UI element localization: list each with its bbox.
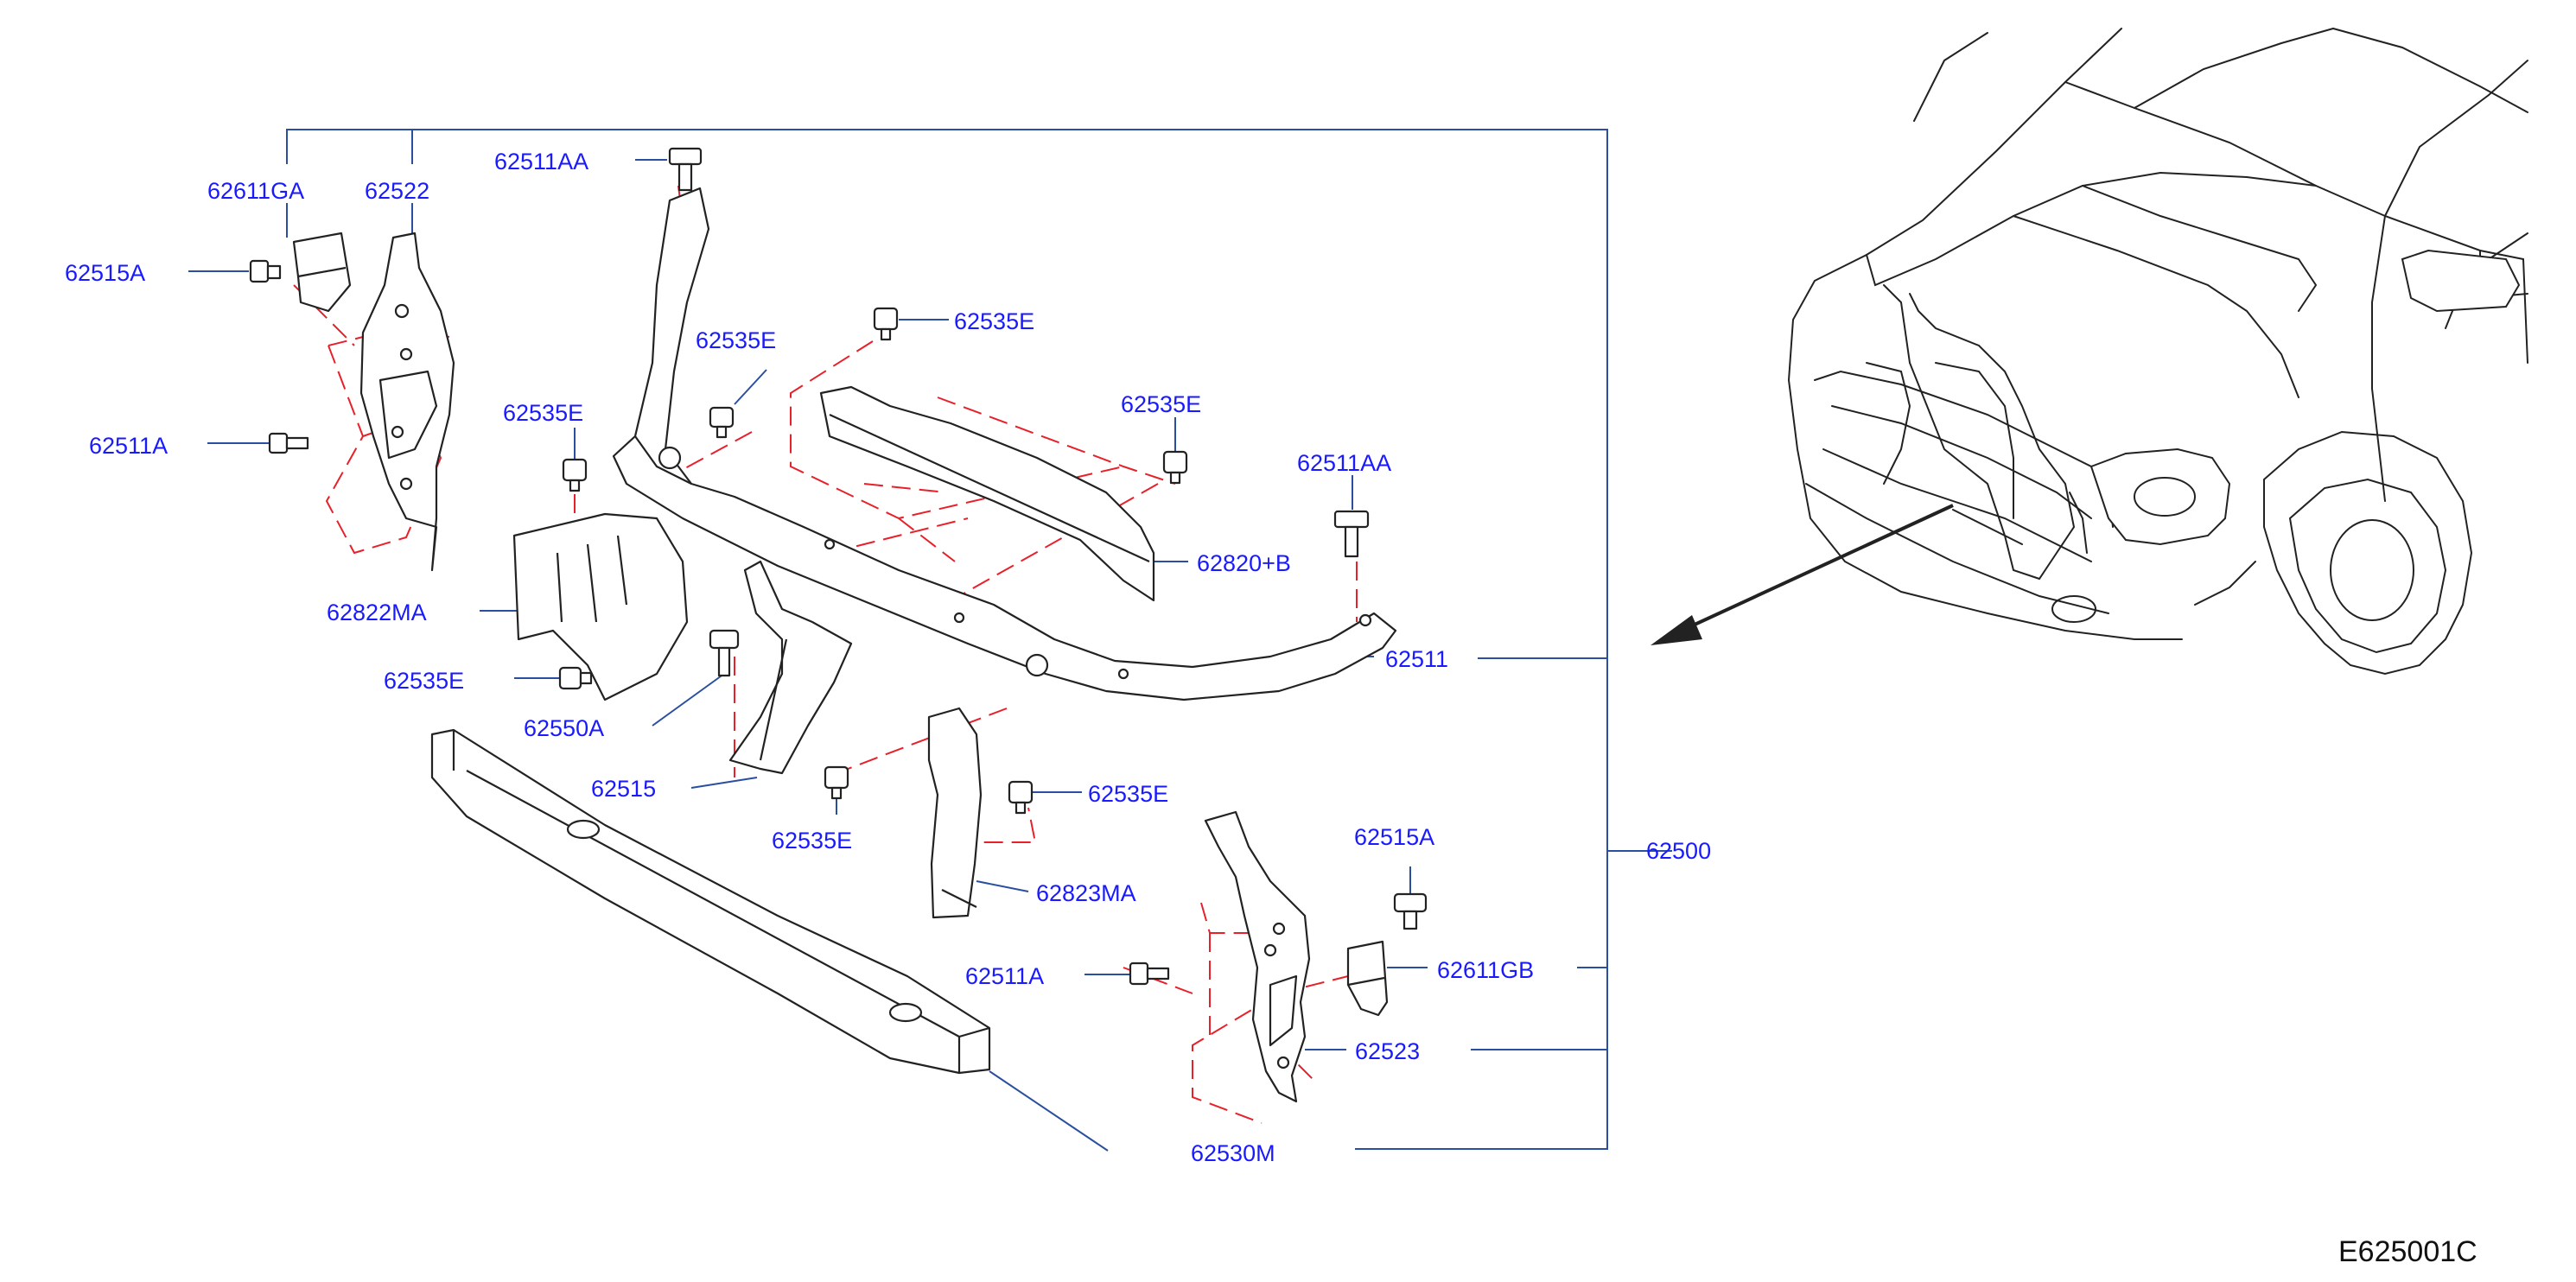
label-62550A: 62550A: [524, 715, 604, 741]
label-62515A-left: 62515A: [65, 260, 145, 286]
part-labels: 62611GA 62522 62515A 62511A 62511AA 6253…: [65, 149, 1711, 1166]
part-upper-support-drawing: [612, 187, 1397, 701]
clip-62535E-left: [562, 458, 588, 492]
label-62823MA: 62823MA: [1036, 880, 1136, 906]
clip-62535E-lower-left: [558, 666, 593, 690]
label-62535E-right: 62535E: [1121, 391, 1201, 417]
label-62500: 62500: [1646, 838, 1711, 864]
label-62515A-right: 62515A: [1354, 824, 1434, 850]
label-62611GA: 62611GA: [207, 178, 304, 204]
label-62511: 62511: [1385, 646, 1448, 672]
fastener-62515A-right: [1393, 892, 1428, 930]
label-62535E-left-clip: 62535E: [503, 400, 583, 426]
label-62511AA-right: 62511AA: [1297, 450, 1391, 476]
label-62515: 62515: [591, 776, 656, 802]
part-62522-drawing: [359, 232, 455, 572]
label-62822MA: 62822MA: [327, 600, 427, 625]
diagram-code: E625001C: [2338, 1235, 2477, 1268]
part-outlines: [249, 147, 1428, 1103]
clip-62535E-bottom-right: [1008, 780, 1034, 815]
part-62530M-drawing: [430, 728, 991, 1075]
part-62515-drawing: [728, 560, 853, 775]
clip-62535E-top-right: [873, 307, 899, 341]
part-62822MA-drawing: [512, 512, 689, 701]
label-62523: 62523: [1355, 1038, 1420, 1064]
fastener-62515A-left: [249, 259, 282, 283]
label-62511AA-top: 62511AA: [494, 149, 588, 175]
fastener-62511A-right: [1129, 962, 1170, 986]
fastener-62511A-left: [268, 432, 309, 454]
fastener-62550A: [709, 629, 740, 677]
label-62611GB: 62611GB: [1437, 957, 1534, 983]
clip-62535E-upper-mid: [709, 406, 735, 439]
part-62820B-drawing: [819, 385, 1155, 602]
clip-62535E-bottom-mid: [824, 765, 849, 800]
vehicle-outline: [1787, 28, 2528, 676]
label-62535E-bottom-mid: 62535E: [772, 828, 852, 854]
alignment-dashed-lines: [293, 185, 1358, 1124]
label-62530M: 62530M: [1191, 1140, 1275, 1166]
part-62611GA-drawing: [292, 232, 352, 313]
label-62820-B: 62820+B: [1197, 550, 1291, 576]
part-62611GB-drawing: [1346, 940, 1389, 1017]
assembly-bracket-62500: [286, 129, 1672, 1150]
label-62535E-bottom-right: 62535E: [1088, 781, 1168, 807]
label-62511A-left: 62511A: [89, 433, 168, 459]
label-62535E-top-right: 62535E: [954, 308, 1034, 334]
label-62535E-lower-left: 62535E: [384, 668, 464, 694]
label-62511A-right: 62511A: [965, 963, 1044, 989]
part-62823MA-drawing: [927, 707, 983, 919]
label-62535E-upper-mid: 62535E: [696, 327, 776, 353]
clip-62535E-right: [1162, 450, 1188, 485]
direction-arrow: [1651, 504, 1954, 645]
part-62523-drawing: [1204, 810, 1311, 1103]
fastener-62511AA-top: [668, 147, 703, 192]
fastener-62511AA-right: [1333, 510, 1370, 558]
label-62522: 62522: [365, 178, 429, 204]
